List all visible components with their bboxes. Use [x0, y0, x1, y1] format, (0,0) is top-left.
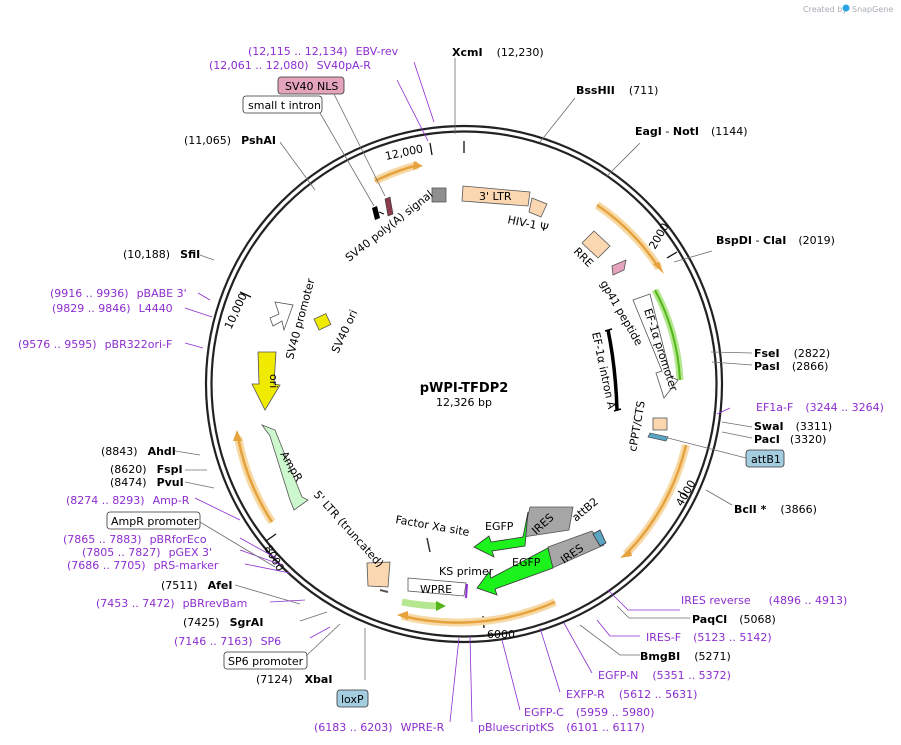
- green-arc-ef1a-line: [654, 289, 681, 381]
- enzyme-xbai: (7124)XbaI: [256, 673, 332, 686]
- primer-pbabe-3: (9916 .. 9936)pBABE 3': [50, 287, 187, 300]
- enzyme-sgrai: (7425)SgrAI: [183, 616, 263, 629]
- primer-ires-f: IRES-F(5123 .. 5142): [646, 631, 772, 644]
- primer-pbr322ori-f: (9576 .. 9595)pBR322ori-F: [18, 338, 172, 351]
- label-hiv1-psi: HIV-1 Ψ: [506, 213, 550, 234]
- boxed-label-sp6-promoter: SP6 promoter: [223, 623, 341, 670]
- label-3-ltr: 3' LTR: [479, 190, 512, 203]
- green-arc-wpre: [401, 598, 441, 610]
- enzyme-ahdi: (8843)AhdI: [101, 445, 176, 458]
- primer-pbrforeco: (7865 .. 7883)pBRforEco: [63, 533, 207, 546]
- svg-text:small t intron: small t intron: [248, 99, 321, 112]
- primer-ef1a-f: EF1a-F(3244 .. 3264): [756, 401, 884, 414]
- plasmid-size: 12,326 bp: [436, 396, 492, 409]
- label-attb2: attB2: [570, 495, 601, 524]
- enzyme-pasi: PasI(2866): [754, 360, 828, 373]
- enzyme-bsshii: BssHII(711): [576, 84, 658, 97]
- primer-pgex-3: (7805 .. 7827)pGEX 3': [82, 546, 212, 559]
- boxed-label-sv40-nls: SV40 NLS: [277, 76, 386, 197]
- primer-amp-r: (8274 .. 8293)Amp-R: [66, 494, 190, 507]
- primer-pbrrevbam: (7453 .. 7472)pBRrevBam: [96, 597, 247, 610]
- label-ori: ori: [267, 374, 280, 388]
- enzyme-sfii: (10,188)SfiI: [123, 248, 200, 261]
- enzyme-pvui: (8474)PvuI: [110, 476, 184, 489]
- primer-prs-marker: (7686 .. 7705)pRS-marker: [67, 559, 219, 572]
- svg-text:attB1: attB1: [751, 453, 781, 466]
- primer-leaders: [184, 61, 731, 723]
- credit-created-by: Created by: [803, 5, 847, 14]
- label-egfp-2: EGFP: [512, 556, 541, 569]
- primer-sp6: (7146 .. 7163)SP6: [174, 635, 281, 648]
- features: [251, 185, 679, 599]
- green-arc-wpre-arrow: [436, 601, 446, 611]
- label-5-ltr: 5' LTR (truncated): [311, 488, 386, 570]
- snapgene-logo-icon: [842, 4, 850, 12]
- primer-l4440: (9829 .. 9846)L4440: [52, 302, 173, 315]
- enzyme-fsei: FseI(2822): [754, 347, 830, 360]
- label-egfp-1: EGFP: [485, 520, 514, 533]
- primer-ires-reverse: IRES reverse(4896 .. 4913): [681, 594, 847, 607]
- enzyme-paqci: PaqCI(5068): [692, 613, 776, 626]
- svg-text:SP6 promoter: SP6 promoter: [228, 655, 304, 668]
- svg-text:loxP: loxP: [341, 693, 364, 706]
- credit-brand: SnapGene: [852, 5, 893, 14]
- primer-sv40pa-r: (12,061 .. 12,080)SV40pA-R: [209, 59, 371, 72]
- primer-exfp-r: EXFP-R(5612 .. 5631): [566, 688, 697, 701]
- boxed-label-ampr-promoter: AmpR promoter: [106, 511, 276, 568]
- enzyme-swai: SwaI(3311): [754, 420, 832, 433]
- boxed-label-attb1: attB1: [667, 437, 785, 468]
- primer-egfp-c: EGFP-C(5959 .. 5980): [524, 706, 654, 719]
- svg-text:SV40 NLS: SV40 NLS: [285, 80, 338, 93]
- backbone-outer: [204, 124, 724, 644]
- label-wpre: WPRE: [420, 583, 452, 596]
- label-cppt: cPPT/CTS: [626, 400, 648, 453]
- enzyme-afei: (7511)AfeI: [161, 579, 232, 592]
- label-ks-primer: KS primer: [439, 565, 494, 578]
- label-factor-xa: Factor Xa site: [394, 513, 470, 539]
- primer-ebv-rev: (12,115 .. 12,134)EBV-rev: [248, 45, 399, 58]
- boxed-label-loxp: loxP: [336, 689, 369, 708]
- tick-6000: 6000: [487, 628, 515, 641]
- primer-egfp-n: EGFP-N(5351 .. 5372): [598, 669, 731, 682]
- tick-12000: 12,000: [384, 142, 424, 163]
- primer-pbluescriptks: pBluescriptKS(6101 .. 6117): [478, 721, 645, 734]
- orf-arcs: [233, 161, 690, 627]
- svg-text:AmpR promoter: AmpR promoter: [111, 515, 199, 528]
- boxed-label-small-t-intron: small t intron: [242, 95, 375, 207]
- enzyme-bspdi-clai: BspDI - ClaI(2019): [716, 234, 835, 247]
- backbone-inner: [210, 130, 718, 638]
- enzyme-xcmi: XcmI(12,230): [452, 46, 544, 59]
- plasmid-name: pWPI-TFDP2: [420, 381, 509, 396]
- label-sv40-ori: SV40 ori: [329, 308, 360, 355]
- enzyme-fspi: (8620)FspI: [110, 463, 183, 476]
- primer-wpre-r: (6183 .. 6203)WPRE-R: [314, 721, 445, 734]
- enzyme-eagi-noti: EagI - NotI(1144): [635, 125, 748, 138]
- enzyme-pshai: (11,065)PshAI: [184, 134, 276, 147]
- enzyme-bcli: BclI *(3866): [734, 503, 817, 516]
- enzyme-bmgbi: BmgBI(5271): [640, 650, 731, 663]
- enzyme-paci: PacI(3320): [754, 433, 826, 446]
